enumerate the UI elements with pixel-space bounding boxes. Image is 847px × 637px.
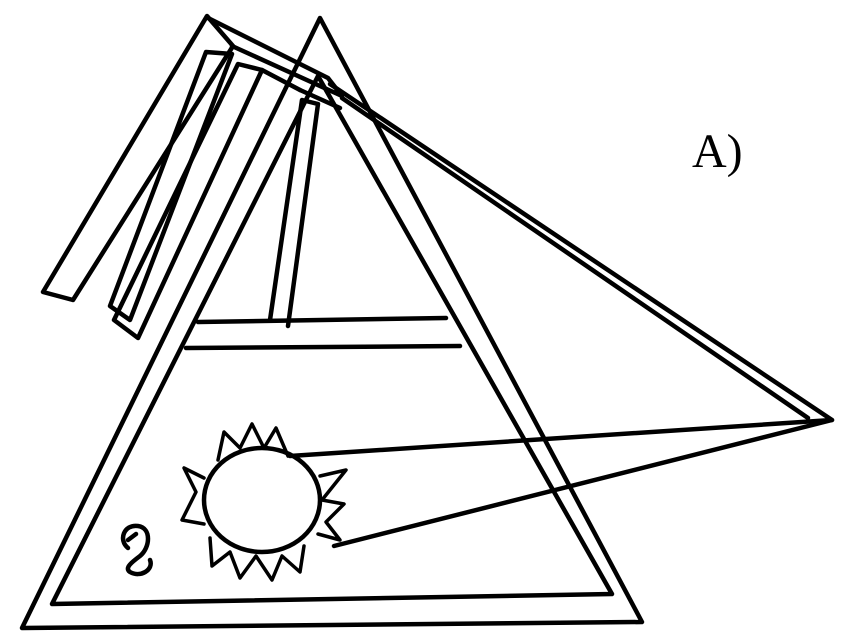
large-triangle [290,84,832,546]
crossbar [186,318,460,348]
figure-label: A) [692,128,743,176]
sun-icon [182,424,346,580]
small-curl-icon [123,526,151,574]
